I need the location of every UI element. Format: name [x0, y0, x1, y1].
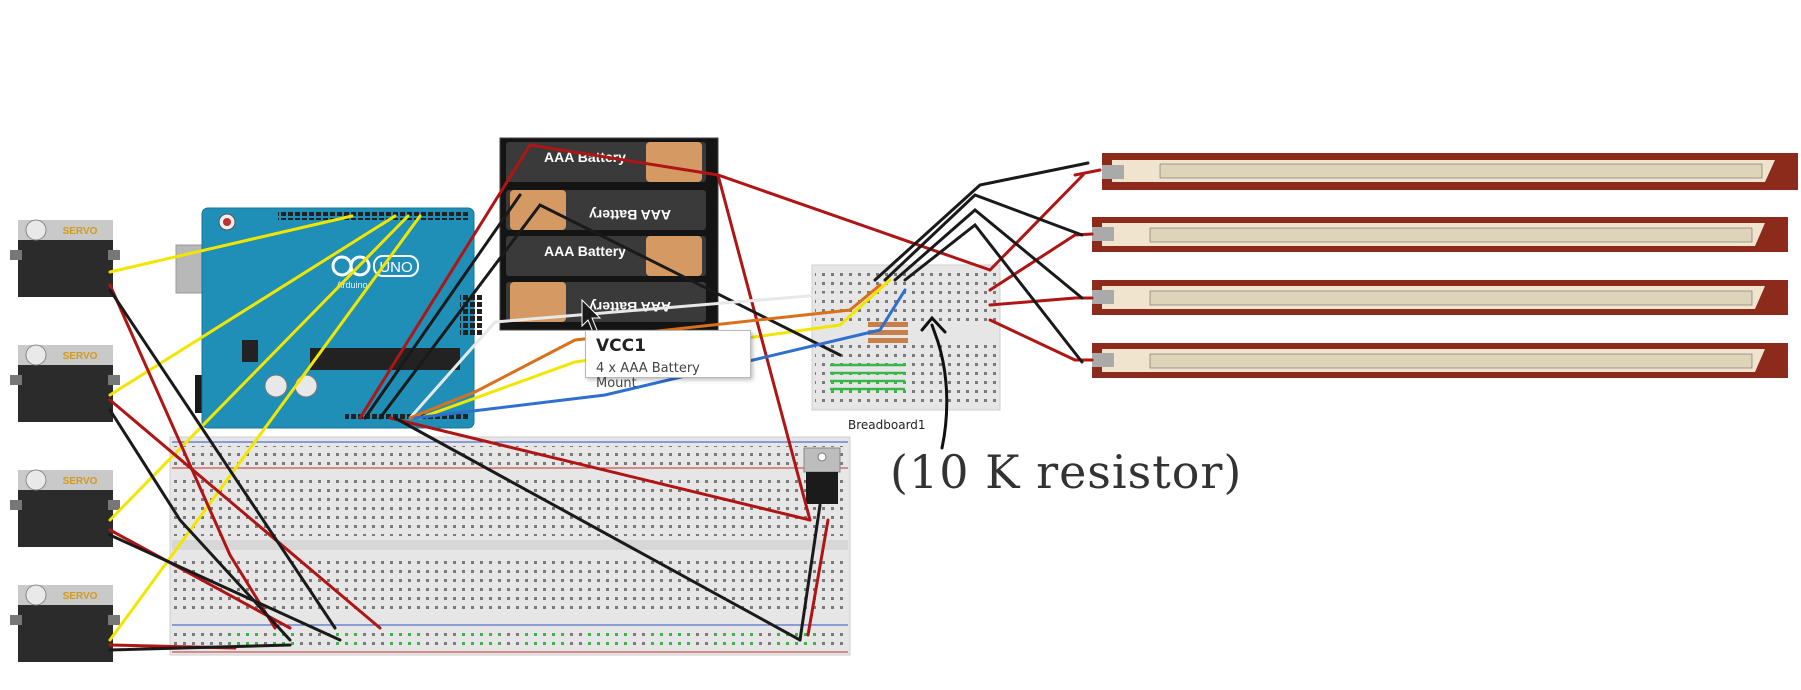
- servo-label: SERVO: [63, 226, 98, 237]
- handwritten-annotation: (10 K resistor): [890, 445, 1243, 499]
- servo-motor[interactable]: SERVO: [10, 469, 120, 547]
- battery-label: AAA Battery: [544, 149, 626, 165]
- flex-sensor[interactable]: [1092, 343, 1788, 378]
- tooltip-title: VCC1: [596, 336, 646, 356]
- component-tooltip: VCC1 4 x AAA Battery Mount: [585, 330, 751, 391]
- servo-motor[interactable]: SERVO: [10, 584, 120, 662]
- servo-motor[interactable]: SERVO: [10, 219, 120, 297]
- arduino-subtitle: Arduino: [336, 280, 367, 290]
- servo-motor[interactable]: SERVO: [10, 344, 120, 422]
- flex-sensor[interactable]: [1092, 217, 1788, 252]
- battery-pack[interactable]: AAA Battery AAA Battery AAA Battery AAA …: [499, 137, 719, 331]
- voltage-regulator[interactable]: [803, 447, 841, 504]
- servo-label: SERVO: [63, 476, 98, 487]
- small-breadboard[interactable]: [811, 264, 1001, 411]
- large-breadboard[interactable]: [169, 436, 851, 656]
- battery-cell: AAA Battery: [506, 142, 706, 182]
- flex-sensor[interactable]: [1092, 280, 1788, 315]
- breadboard-label: Breadboard1: [848, 418, 926, 432]
- flex-sensor[interactable]: [1102, 153, 1798, 190]
- battery-label: AAA Battery: [589, 207, 671, 223]
- arduino-logo-icon: [331, 255, 371, 277]
- battery-cell: AAA Battery: [506, 236, 706, 276]
- servo-label: SERVO: [63, 351, 98, 362]
- arduino-uno-board[interactable]: UNO Arduino: [175, 207, 482, 429]
- battery-label: AAA Battery: [544, 243, 626, 259]
- battery-cell: AAA Battery: [506, 282, 706, 322]
- wires: [108, 143, 1102, 652]
- resistor-array[interactable]: [868, 322, 908, 343]
- servo-label: SERVO: [63, 591, 98, 602]
- arduino-brand: UNO: [379, 259, 412, 276]
- tooltip-subtitle: 4 x AAA Battery Mount: [596, 361, 700, 391]
